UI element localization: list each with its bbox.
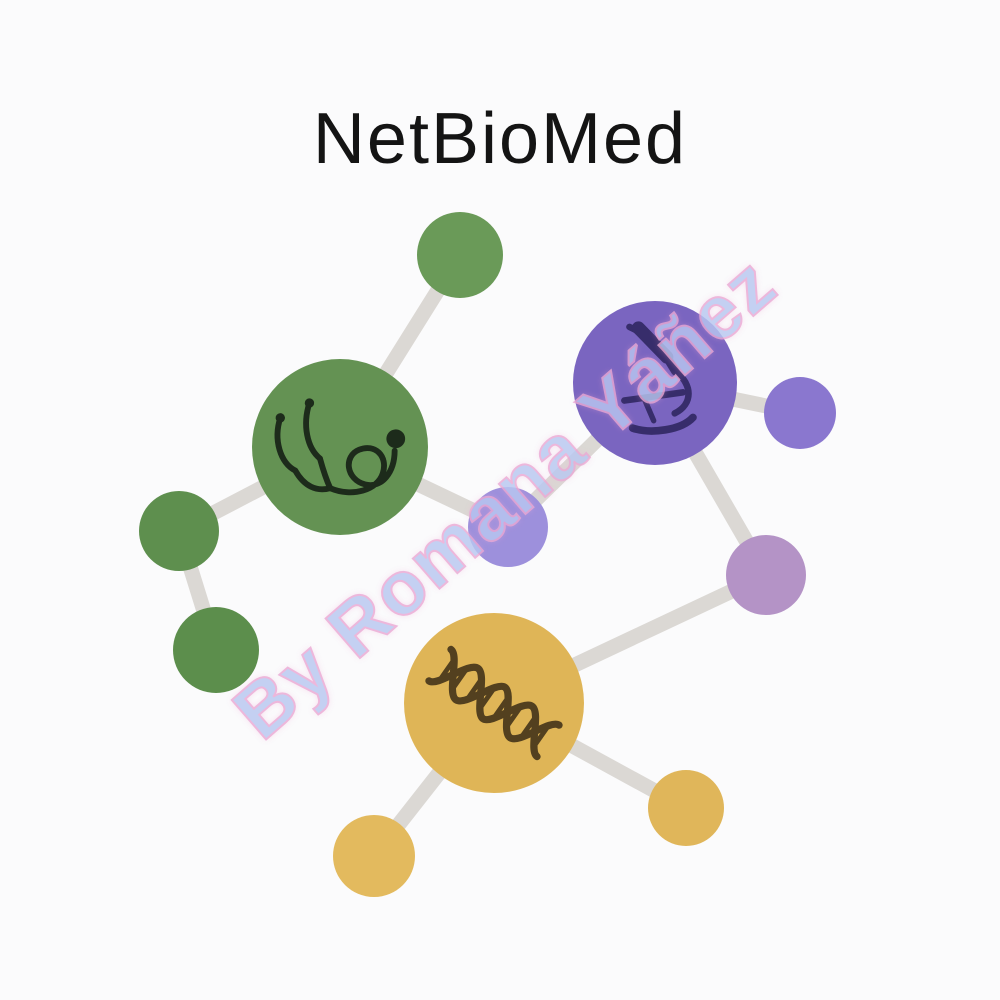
node-green-top xyxy=(417,212,503,298)
node-purple-right xyxy=(764,377,836,449)
node-gold-main xyxy=(404,613,584,793)
logo-title: NetBioMed xyxy=(312,99,688,179)
node-green-bottom xyxy=(173,607,259,693)
node-gold-left xyxy=(333,815,415,897)
node-green-left xyxy=(139,491,219,571)
nodes-layer xyxy=(139,212,836,897)
node-pink xyxy=(726,535,806,615)
node-purple-mid xyxy=(468,487,548,567)
node-green-main xyxy=(252,359,428,535)
node-purple-main xyxy=(573,301,737,465)
node-gold-right xyxy=(648,770,724,846)
